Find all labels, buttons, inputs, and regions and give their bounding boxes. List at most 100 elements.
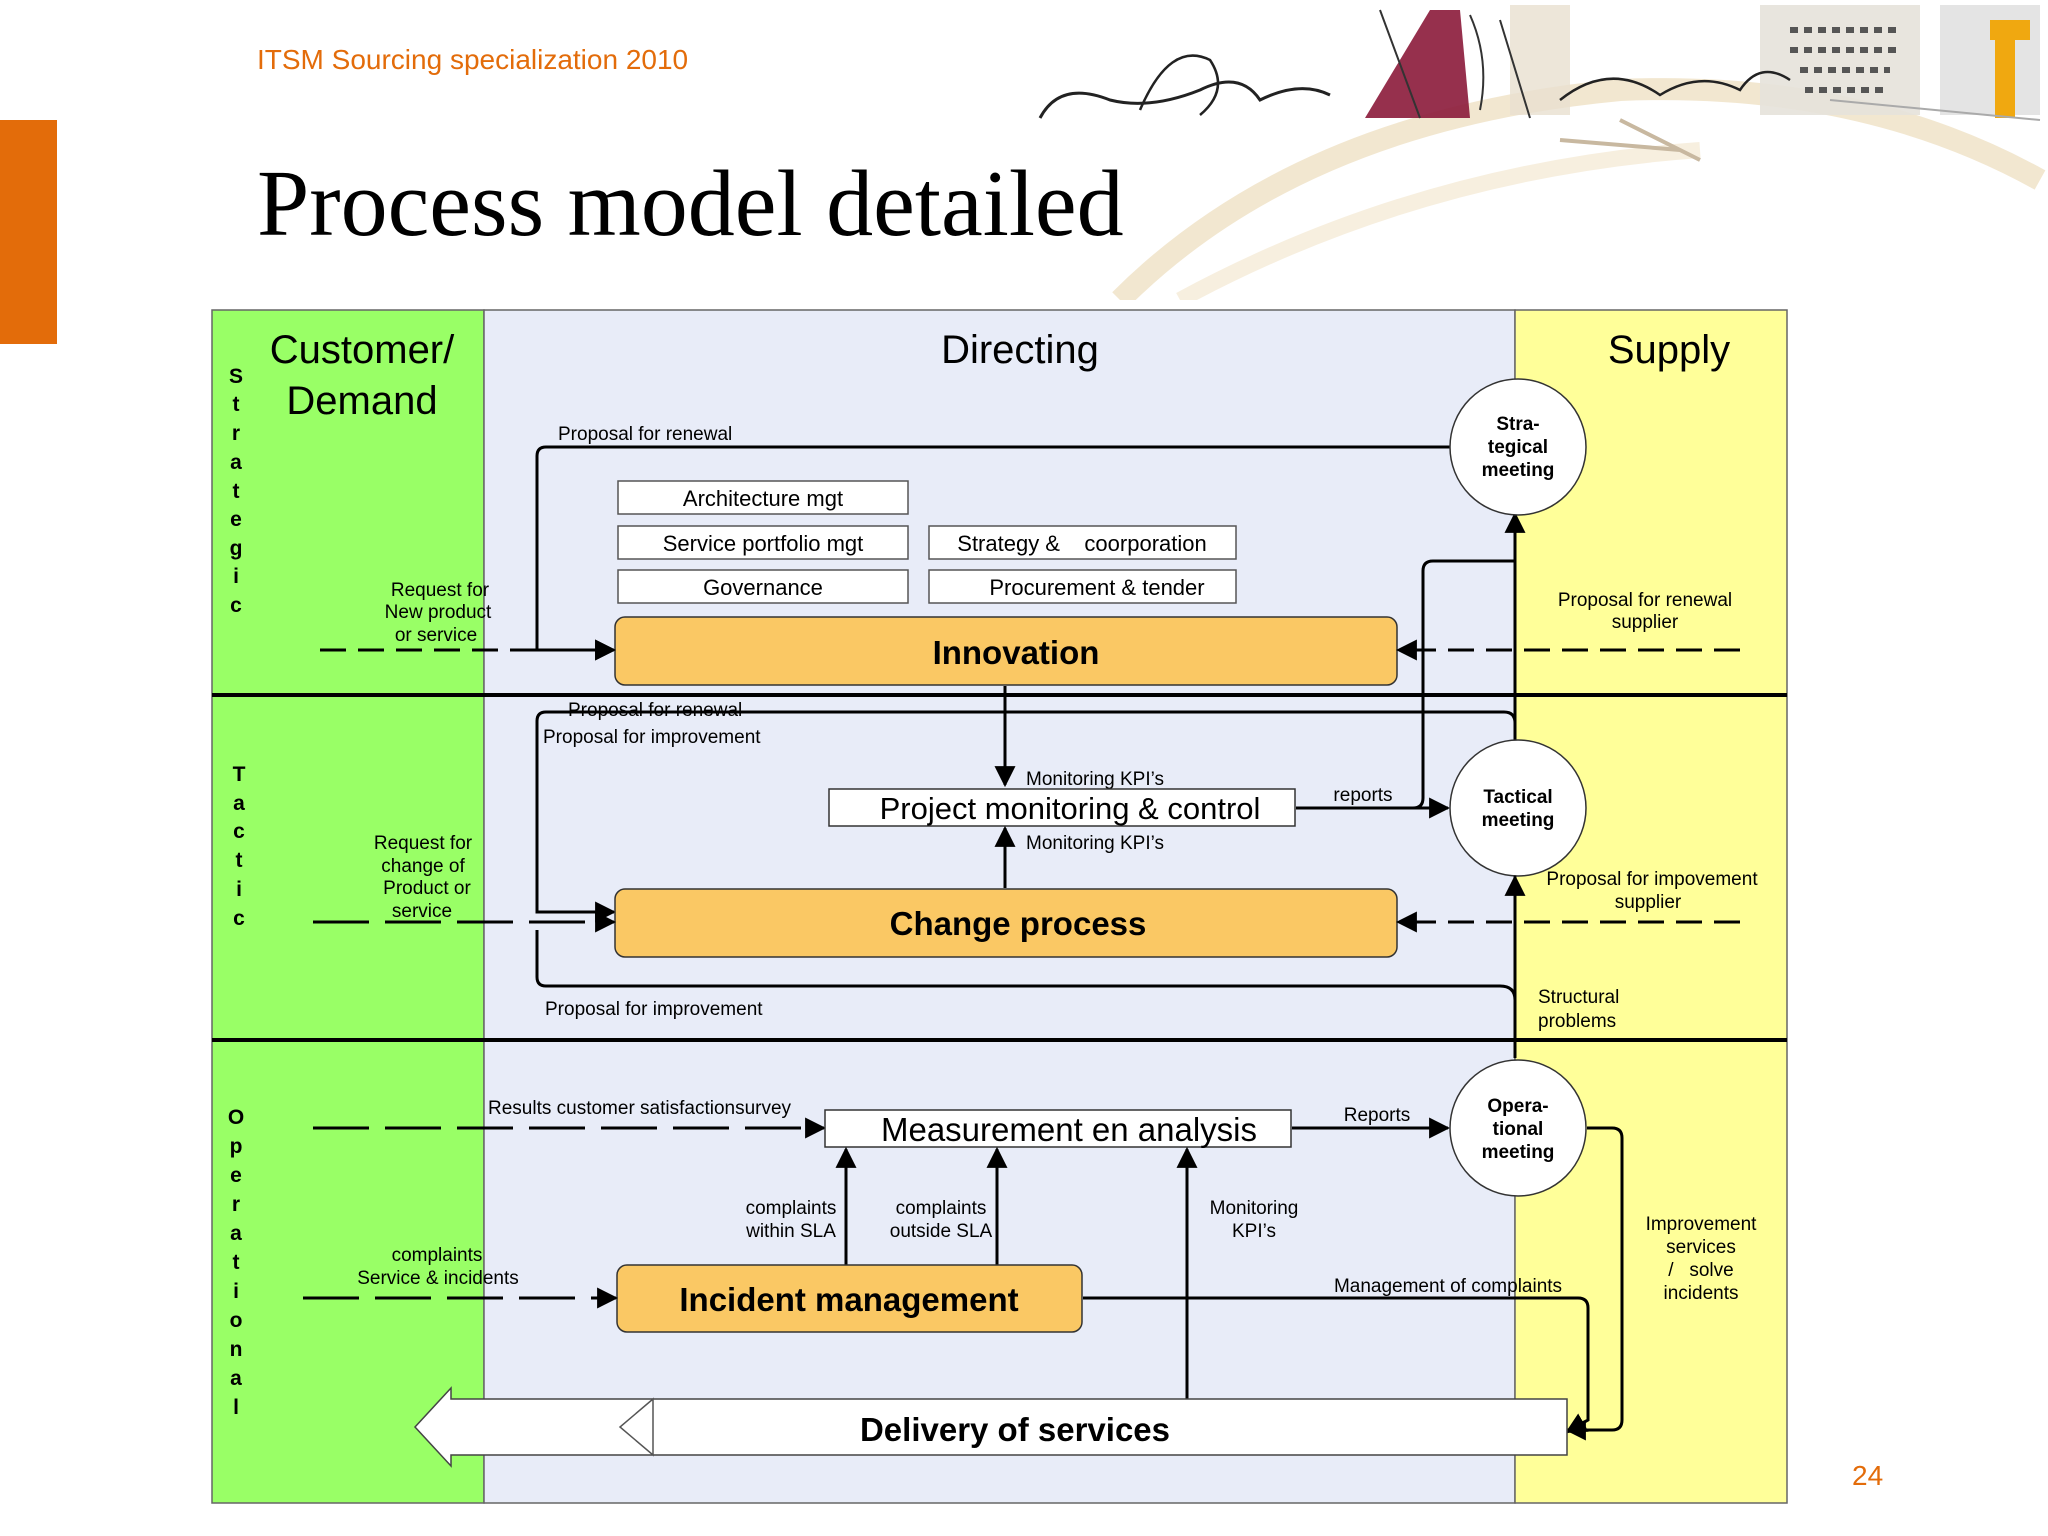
row-letter: a (230, 451, 242, 474)
row-letter: g (230, 537, 243, 560)
strategical-meeting-label-1: Stra- (1496, 414, 1539, 435)
page-number: 24 (1852, 1460, 1884, 1491)
improvement-services-line (1564, 1126, 1624, 1441)
customer-column (211, 309, 485, 1504)
proposal-renewal-top-line (535, 445, 1450, 661)
row-letter: r (232, 1193, 240, 1216)
monitoring-kpi-bottom-label: Monitoring KPI’s (1026, 833, 1164, 854)
proposal-improvement-mid-label: Proposal for improvement (543, 727, 761, 748)
innovation-label: Innovation (933, 634, 1100, 671)
row-letter: c (233, 820, 245, 843)
supply-column (1514, 309, 1788, 1504)
decorative-sketch-banner (1038, 5, 2046, 300)
proposal-improvement-loop (535, 710, 1517, 923)
row-letter: i (236, 878, 242, 901)
request-change-label-4: service (392, 901, 452, 922)
delivery-arrow-outer (413, 1386, 1568, 1468)
complaints-outside-label-1: complaints (896, 1198, 987, 1219)
request-change-label-3: Product or (383, 878, 471, 899)
tactical-meeting-label-1: Tactical (1483, 787, 1552, 808)
operational-meeting-label-3: meeting (1482, 1142, 1555, 1163)
row-letter: p (230, 1135, 243, 1158)
procurement-label: Procurement & tender (989, 575, 1204, 600)
operational-meeting-label-1: Opera- (1487, 1096, 1548, 1117)
structural-problems-label-2: problems (1538, 1011, 1616, 1032)
request-new-label-2: New product (385, 602, 492, 623)
architecture-mgt-label: Architecture mgt (683, 486, 843, 511)
project-monitoring-box (828, 788, 1296, 827)
request-new-label-3: or service (395, 625, 477, 646)
column-header-customer-line2: Demand (286, 379, 437, 423)
complaints-outside-label-2: outside SLA (890, 1221, 993, 1242)
measurement-box (824, 1109, 1292, 1148)
results-survey-label: Results customer satisfactionsurvey (488, 1098, 792, 1119)
delivery-arrow-inner-notch (618, 1397, 654, 1457)
strategical-meeting-circle (1449, 378, 1587, 516)
complaints-service-label-2: Service & incidents (357, 1268, 519, 1289)
monitoring-kpi-op-label-1: Monitoring (1210, 1198, 1299, 1219)
column-header-supply: Supply (1608, 328, 1730, 372)
measurement-label: Measurement en analysis (881, 1111, 1257, 1148)
reports-small-label: reports (1333, 785, 1392, 806)
slide-subtitle: ITSM Sourcing specialization 2010 (257, 44, 689, 75)
row-letter: e (230, 508, 242, 531)
governance-label: Governance (703, 575, 823, 600)
slide-title: Process model detailed (257, 152, 1124, 256)
row-letter: i (233, 565, 239, 588)
row-letter: S (229, 365, 243, 388)
tactical-meeting-label-2: meeting (1482, 810, 1555, 831)
structural-problems-label-1: Structural (1538, 987, 1619, 1008)
strategical-meeting-label-3: meeting (1482, 460, 1555, 481)
improvement-services-label-3: / solve (1668, 1260, 1733, 1281)
proposal-impovement-supplier-label-2: supplier (1615, 892, 1682, 913)
row-label-operational: O p e r a t i o n a l (228, 1106, 244, 1419)
improvement-services-label-4: incidents (1664, 1283, 1739, 1304)
improvement-services-label-2: services (1666, 1237, 1736, 1258)
row-letter: a (233, 792, 245, 815)
row-letter: T (233, 763, 246, 786)
operational-meeting-label-2: tional (1493, 1119, 1544, 1140)
complaints-within-label-2: within SLA (745, 1221, 836, 1242)
operational-meeting-circle (1449, 1059, 1587, 1197)
monitoring-kpi-op-label-2: KPI’s (1232, 1221, 1276, 1242)
delivery-label: Delivery of services (860, 1411, 1170, 1448)
row-letter: c (233, 907, 245, 930)
governance-box (617, 569, 909, 604)
row-letter: i (233, 1280, 239, 1303)
row-letter: t (233, 393, 240, 416)
complaints-within-label-1: complaints (746, 1198, 837, 1219)
proposal-renewal-supplier-label-1: Proposal for renewal (1558, 590, 1732, 611)
complaints-service-label-1: complaints (392, 1245, 483, 1266)
row-letter: a (230, 1222, 242, 1245)
management-complaints-label: Management of complaints (1334, 1276, 1562, 1297)
proposal-improvement-low-label: Proposal for improvement (545, 999, 763, 1020)
strategy-box (928, 525, 1237, 560)
row-letter: O (228, 1106, 244, 1129)
row-letter: a (230, 1367, 242, 1390)
procurement-box (928, 569, 1237, 604)
proposal-impovement-supplier-label-1: Proposal for impovement (1546, 869, 1758, 890)
request-change-label-2: change of (381, 856, 465, 877)
request-new-label-1: Request for (391, 580, 490, 601)
monitoring-kpi-top-label: Monitoring KPI’s (1026, 769, 1164, 790)
row-letter: n (230, 1338, 243, 1361)
row-letter: r (232, 422, 240, 445)
improvement-services-label-1: Improvement (1646, 1214, 1758, 1235)
row-letter: e (230, 1164, 242, 1187)
row-letter: o (230, 1309, 243, 1332)
column-header-customer-line1: Customer/ (270, 328, 455, 372)
row-letter: c (230, 594, 242, 617)
strategy-label: Strategy & coorporation (957, 531, 1206, 556)
row-letter: t (233, 1251, 240, 1274)
reports-cap-label: Reports (1344, 1105, 1411, 1126)
row-letter: l (233, 1396, 239, 1419)
row-label-strategic: S t r a t e g i c (229, 365, 243, 617)
proposal-renewal-supplier-label-2: supplier (1612, 612, 1679, 633)
row-letter: t (236, 849, 243, 872)
tactical-meeting-circle (1449, 739, 1587, 877)
management-complaints-line (1083, 1296, 1590, 1434)
column-header-directing: Directing (941, 328, 1099, 372)
architecture-mgt-box (617, 480, 909, 515)
